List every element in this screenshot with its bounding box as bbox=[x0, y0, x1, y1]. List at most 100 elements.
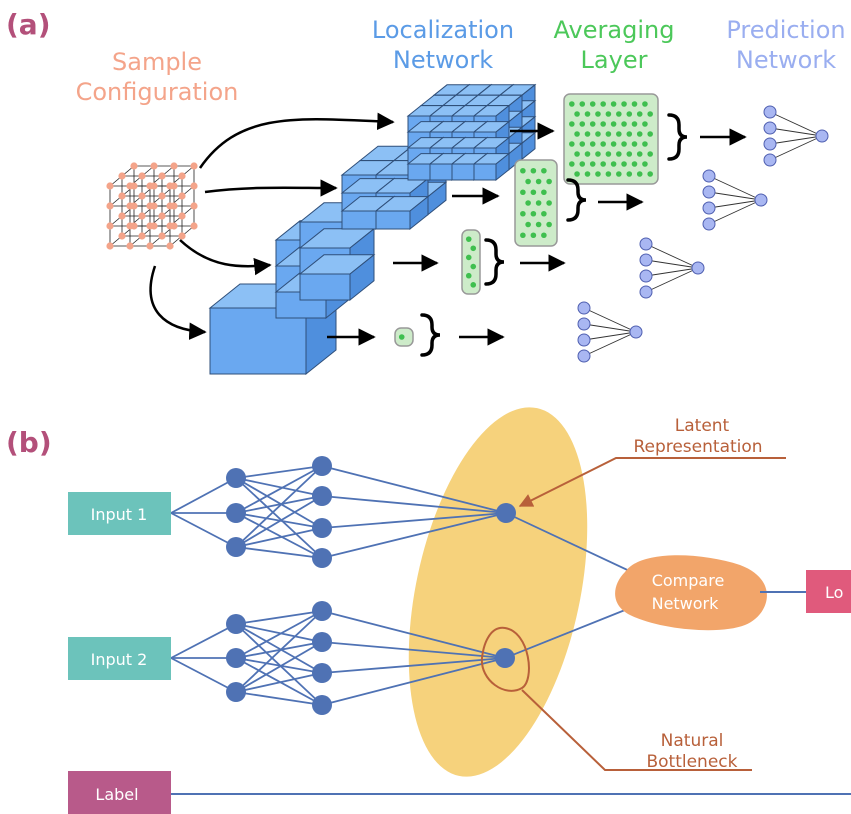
avg-box-3-dot bbox=[465, 254, 472, 261]
avg-box-1-dot bbox=[579, 141, 586, 147]
avg-box-1-dot bbox=[569, 141, 575, 147]
avg-box-1-dot bbox=[636, 111, 643, 117]
avg-box-1-dot bbox=[605, 151, 612, 157]
avg-box-1-dot bbox=[584, 131, 591, 137]
avg-box-2-dot bbox=[535, 200, 542, 206]
localization-blocks bbox=[208, 83, 537, 376]
avg-box-1-dot bbox=[595, 131, 601, 137]
branch-2-hidden-2-node bbox=[312, 632, 332, 652]
averaging-heading-line1: Averaging bbox=[554, 16, 675, 44]
compare-network-label: Compare Network bbox=[652, 571, 725, 613]
avg-box-4-dot bbox=[398, 334, 405, 340]
avg-box-1-dot bbox=[626, 131, 633, 137]
avg-box-2-dot bbox=[546, 221, 552, 228]
avg-box-2-dot bbox=[525, 178, 531, 185]
avg-box-1-dot bbox=[595, 151, 601, 157]
avg-box-1-dot bbox=[647, 111, 653, 117]
loss-rect bbox=[806, 570, 851, 613]
avg-box-1-dot bbox=[595, 111, 601, 117]
avg-box-1-dot bbox=[636, 171, 643, 177]
branch-1-hidden-1-node bbox=[226, 468, 246, 488]
avg-box-1-dot bbox=[642, 101, 648, 107]
branch-1-edge bbox=[235, 477, 323, 497]
latent-representation-annotation: Latent Representation bbox=[633, 416, 762, 457]
lattice-site bbox=[166, 182, 174, 190]
avg-box-2-dot bbox=[520, 210, 526, 217]
prediction-net-1-edge bbox=[769, 111, 823, 137]
prediction-net-3-edge bbox=[645, 267, 699, 293]
brace-1 bbox=[667, 113, 688, 161]
avg-box-1-dot bbox=[631, 121, 638, 127]
avg-box-3 bbox=[461, 229, 481, 295]
branch-2-edge bbox=[321, 641, 506, 659]
lattice-site bbox=[126, 182, 134, 190]
branch-1-hidden-2-node bbox=[312, 548, 332, 568]
lattice-site bbox=[150, 162, 158, 170]
latent-pointer bbox=[518, 457, 786, 507]
prediction-net-4-edge bbox=[583, 323, 637, 333]
branch-1-edge bbox=[235, 465, 323, 514]
branch-1-edge bbox=[235, 495, 323, 548]
avg-box-2-dot bbox=[535, 221, 542, 228]
avg-box-1-dot bbox=[616, 171, 622, 177]
branch-1-edge bbox=[321, 512, 507, 529]
prediction-net-4-input-node bbox=[577, 301, 591, 315]
prediction-net-4-edge bbox=[583, 331, 637, 341]
avg-box-2-dot bbox=[520, 232, 526, 239]
lattice-site bbox=[126, 202, 134, 210]
prediction-net-1-input-node bbox=[763, 105, 777, 119]
prediction-network-heading: Prediction Network bbox=[726, 16, 845, 74]
bottleneck-pointer bbox=[521, 689, 752, 771]
prediction-net-2-input-node bbox=[702, 185, 716, 199]
prediction-net-4-edge bbox=[583, 331, 637, 357]
prediction-net-2-edge bbox=[708, 199, 762, 225]
input-2-box: Input 2 bbox=[68, 637, 171, 680]
panel-b-label: (b) bbox=[6, 426, 52, 459]
prediction-net-3-input-node bbox=[639, 285, 653, 299]
branch-2-edge bbox=[235, 623, 323, 643]
avg-box-1-dot bbox=[584, 171, 591, 177]
sample-lattice bbox=[106, 162, 198, 250]
avg-box-1-dot bbox=[631, 101, 638, 107]
avg-box-1-dot bbox=[574, 171, 580, 177]
block-level-2-front bbox=[375, 210, 411, 230]
prediction-net-1-output-node bbox=[815, 129, 829, 143]
prediction-net-4-edge bbox=[583, 307, 637, 333]
prediction-net-2-edge bbox=[708, 175, 762, 201]
lattice-site bbox=[178, 192, 186, 200]
block-level-1-front bbox=[473, 163, 497, 181]
localization-heading-line2: Network bbox=[393, 46, 493, 74]
avg-box-1-dot bbox=[631, 141, 638, 147]
avg-box-3-dot bbox=[470, 263, 477, 270]
lattice-site bbox=[158, 192, 166, 200]
lattice-site bbox=[146, 222, 154, 230]
avg-box-1-dot bbox=[621, 141, 627, 147]
branch-2-edge bbox=[170, 657, 237, 693]
block-level-2-front bbox=[341, 210, 377, 230]
pipeline-arrows bbox=[327, 122, 747, 346]
branch-1-edge bbox=[321, 495, 507, 514]
avg-box-1-dot bbox=[636, 131, 643, 137]
avg-box-1-dot bbox=[647, 151, 653, 157]
branch-1-hidden-2-node bbox=[312, 486, 332, 506]
lattice-site bbox=[166, 242, 174, 250]
brace-2 bbox=[566, 178, 587, 222]
lattice-site bbox=[138, 232, 146, 240]
brace-4 bbox=[420, 313, 441, 357]
prediction-net-4-input-node bbox=[577, 349, 591, 363]
input-1-box: Input 1 bbox=[68, 492, 171, 535]
prediction-net-1-edge bbox=[769, 135, 823, 145]
lattice-site bbox=[130, 162, 138, 170]
avg-box-1-dot bbox=[579, 101, 586, 107]
prediction-net-1-edge bbox=[769, 135, 823, 161]
avg-box-1-dot bbox=[642, 121, 648, 127]
branch-2-edge bbox=[321, 657, 506, 674]
prediction-net-3-input-node bbox=[639, 253, 653, 267]
prediction-net-2-input-node bbox=[702, 169, 716, 183]
branch-2-edge bbox=[235, 672, 323, 693]
compare-line1: Compare bbox=[652, 571, 725, 590]
avg-box-1-dot bbox=[642, 161, 648, 167]
avg-box-1-dot bbox=[595, 171, 601, 177]
prediction-net-1-input-node bbox=[763, 153, 777, 167]
avg-box-1-dot bbox=[621, 161, 627, 167]
